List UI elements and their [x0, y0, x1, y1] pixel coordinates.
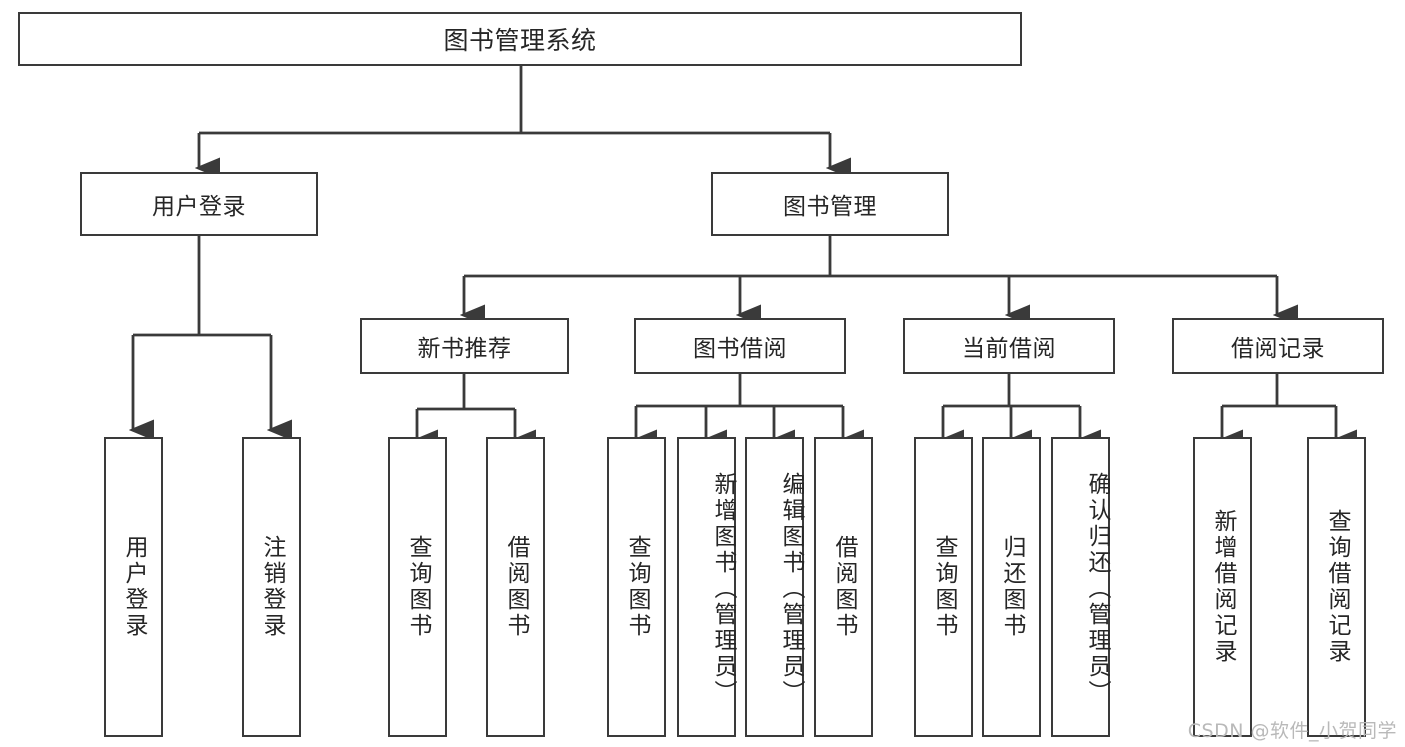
node-new-book-recommend-label: 新书推荐 [417, 336, 512, 362]
leaf-borrow-book-recommend-label: 借阅图书 [503, 535, 529, 639]
node-book-management-label: 图书管理 [783, 194, 877, 220]
leaf-logout[interactable]: 注销登录 [242, 437, 301, 737]
leaf-edit-book-admin-label: 编辑图书（管理员） [778, 472, 804, 706]
leaf-borrow-book-recommend[interactable]: 借阅图书 [486, 437, 545, 737]
leaf-user-login-label: 用户登录 [121, 535, 147, 639]
leaf-query-borrow-record-label: 查询借阅记录 [1324, 509, 1350, 665]
node-book-borrow-label: 图书借阅 [693, 336, 787, 362]
leaf-query-borrow-record[interactable]: 查询借阅记录 [1307, 437, 1366, 737]
leaf-query-book-current-label: 查询图书 [931, 535, 957, 639]
node-root-label: 图书管理系统 [443, 26, 597, 55]
leaf-add-book-admin-label: 新增图书（管理员） [710, 472, 736, 706]
leaf-confirm-return-admin[interactable]: 确认归还（管理员） [1051, 437, 1110, 737]
leaf-query-book-recommend[interactable]: 查询图书 [388, 437, 447, 737]
node-current-borrow-label: 当前借阅 [962, 336, 1056, 362]
leaf-query-book-borrow[interactable]: 查询图书 [607, 437, 666, 737]
leaf-user-login[interactable]: 用户登录 [104, 437, 163, 737]
leaf-query-book-current[interactable]: 查询图书 [914, 437, 973, 737]
watermark: CSDN @软件_小贺同学 [1187, 720, 1397, 742]
leaf-borrow-book-label: 借阅图书 [831, 535, 857, 639]
leaf-return-book-label: 归还图书 [999, 535, 1025, 639]
leaf-return-book[interactable]: 归还图书 [982, 437, 1041, 737]
node-borrow-record-label: 借阅记录 [1231, 336, 1325, 362]
node-book-borrow[interactable]: 图书借阅 [634, 318, 846, 374]
leaf-edit-book-admin[interactable]: 编辑图书（管理员） [745, 437, 804, 737]
leaf-borrow-book[interactable]: 借阅图书 [814, 437, 873, 737]
leaf-add-book-admin[interactable]: 新增图书（管理员） [677, 437, 736, 737]
leaf-logout-label: 注销登录 [259, 535, 285, 639]
node-user-login[interactable]: 用户登录 [80, 172, 318, 236]
leaf-add-borrow-record-label: 新增借阅记录 [1210, 509, 1236, 665]
node-borrow-record[interactable]: 借阅记录 [1172, 318, 1384, 374]
node-current-borrow[interactable]: 当前借阅 [903, 318, 1115, 374]
node-user-login-label: 用户登录 [152, 194, 246, 220]
leaf-confirm-return-admin-label: 确认归还（管理员） [1084, 472, 1110, 706]
leaf-add-borrow-record[interactable]: 新增借阅记录 [1193, 437, 1252, 737]
leaf-query-book-recommend-label: 查询图书 [405, 535, 431, 639]
leaf-query-book-borrow-label: 查询图书 [624, 535, 650, 639]
node-book-management[interactable]: 图书管理 [711, 172, 949, 236]
node-new-book-recommend[interactable]: 新书推荐 [360, 318, 569, 374]
node-root[interactable]: 图书管理系统 [18, 12, 1022, 66]
